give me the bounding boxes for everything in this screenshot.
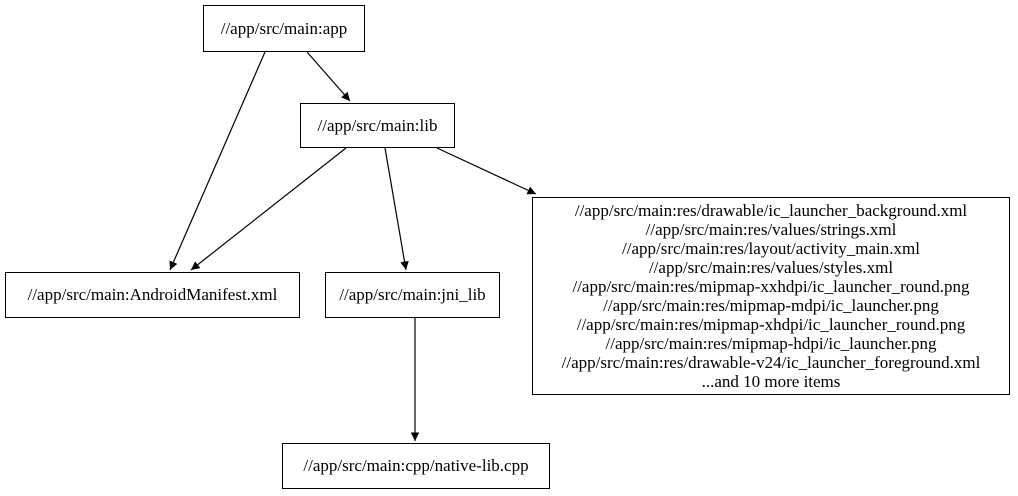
res-group-line: //app/src/main:res/drawable-v24/ic_launc… [561,353,981,372]
node-android-manifest-label: //app/src/main:AndroidManifest.xml [27,285,278,304]
res-group-line: //app/src/main:res/mipmap-xhdpi/ic_launc… [576,315,966,334]
res-group-line: //app/src/main:res/drawable/ic_launcher_… [574,201,968,220]
edge-lib-to-jni-lib [384,147,409,271]
node-android-manifest: //app/src/main:AndroidManifest.xml [5,272,300,318]
res-group-line: //app/src/main:res/mipmap-xxhdpi/ic_laun… [572,277,970,296]
node-app: //app/src/main:app [203,5,365,52]
edge-lib-to-android-manifest [190,147,347,271]
res-group-line: //app/src/main:res/mipmap-hdpi/ic_launch… [605,334,937,353]
node-lib-label: //app/src/main:lib [317,115,438,135]
node-jni-lib-label: //app/src/main:jni_lib [339,285,486,304]
node-res-group: //app/src/main:res/drawable/ic_launcher_… [532,197,1010,395]
edge-app-to-lib [306,51,351,102]
node-native-lib: //app/src/main:cpp/native-lib.cpp [282,443,550,489]
node-jni-lib: //app/src/main:jni_lib [325,272,500,318]
node-lib: //app/src/main:lib [300,103,455,148]
res-group-line: //app/src/main:res/layout/activity_main.… [622,239,920,258]
edge-lib-to-res-group [436,147,537,195]
res-group-line: //app/src/main:res/values/strings.xml [645,220,897,239]
edge-app-to-android-manifest [169,51,266,271]
node-app-label: //app/src/main:app [220,18,348,38]
res-group-more-items: ...and 10 more items [701,372,841,391]
res-group-line: //app/src/main:res/values/styles.xml [648,258,894,277]
res-group-line: //app/src/main:res/mipmap-mdpi/ic_launch… [603,296,939,315]
node-native-lib-label: //app/src/main:cpp/native-lib.cpp [303,456,529,475]
